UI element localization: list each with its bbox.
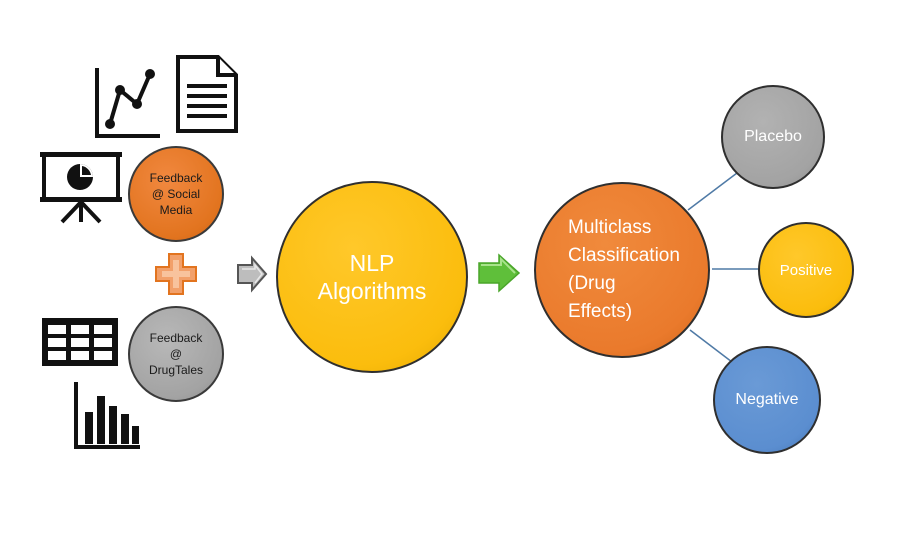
- plus-icon: [155, 253, 197, 295]
- feedback-drugtales-node: Feedback @ DrugTales: [128, 306, 224, 402]
- presentation-pie-icon: [40, 152, 122, 224]
- multiclass-classification-node: Multiclass Classification (Drug Effects): [534, 182, 710, 358]
- multiclass-classification-label: Multiclass Classification (Drug Effects): [568, 217, 680, 322]
- positive-label: Positive: [779, 261, 833, 279]
- connector-placebo: [687, 172, 738, 211]
- placebo-node: Placebo: [721, 85, 825, 189]
- table-grid-icon: [42, 318, 118, 366]
- feedback-social-media-node: Feedback @ Social Media: [128, 146, 224, 242]
- document-icon: [176, 55, 238, 133]
- arrow-right-icon: [237, 255, 268, 293]
- placebo-label: Placebo: [744, 128, 802, 145]
- bar-chart-icon: [74, 382, 140, 449]
- arrow-right-icon: [478, 253, 521, 293]
- nlp-algorithms-label: NLP Algorithms: [317, 250, 427, 304]
- nlp-algorithms-node: NLP Algorithms: [276, 181, 468, 373]
- line-chart-icon: [95, 68, 160, 138]
- feedback-social-media-label: Feedback @ Social Media: [149, 171, 203, 217]
- feedback-drugtales-label: Feedback @ DrugTales: [148, 331, 204, 377]
- connector-negative: [689, 329, 733, 363]
- positive-node: Positive: [758, 222, 854, 318]
- negative-label: Negative: [735, 391, 799, 408]
- negative-node: Negative: [713, 346, 821, 454]
